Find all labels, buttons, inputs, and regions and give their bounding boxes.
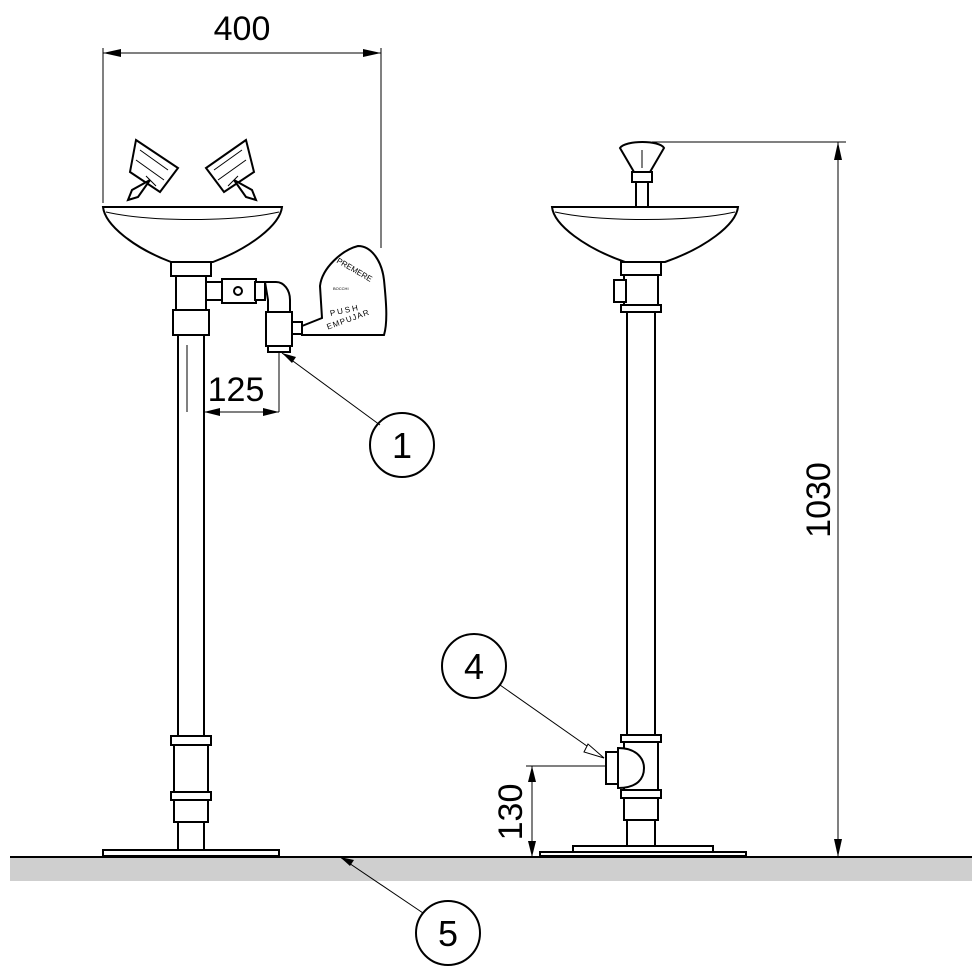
callout-5-label: 5 xyxy=(438,913,458,954)
dim-400-label: 400 xyxy=(214,10,271,48)
push-paddle[interactable] xyxy=(301,244,388,336)
dim-130-label: 130 xyxy=(492,784,530,841)
dim-total-height: 1030 xyxy=(652,141,846,857)
callout-1-label: 1 xyxy=(392,425,412,466)
left-column-pipe xyxy=(177,334,205,737)
dim-1030-label: 1030 xyxy=(800,462,838,538)
callout-1: 1 xyxy=(281,352,435,478)
paddle-brand: BOCCHI xyxy=(333,286,349,291)
right-eyewash-unit xyxy=(539,141,747,857)
callout-5: 5 xyxy=(339,856,481,966)
dim-bowl-width: 400 xyxy=(102,10,382,248)
inlet-tee xyxy=(605,746,646,790)
left-eyewash-unit: PREMERE BOCCHI PUSH EMPUJAR xyxy=(101,138,388,857)
right-bowl xyxy=(550,206,740,263)
left-spray-head-1 xyxy=(126,138,180,202)
floor xyxy=(10,856,972,881)
right-column-pipe xyxy=(626,311,656,736)
dim-125-label: 125 xyxy=(208,371,265,409)
left-bowl xyxy=(101,206,284,263)
dim-inlet-height: 130 xyxy=(492,765,606,857)
left-spray-head-2 xyxy=(204,138,258,202)
callout-4-label: 4 xyxy=(464,646,484,687)
dim-valve-offset: 125 xyxy=(186,345,280,416)
callout-4: 4 xyxy=(441,633,605,759)
